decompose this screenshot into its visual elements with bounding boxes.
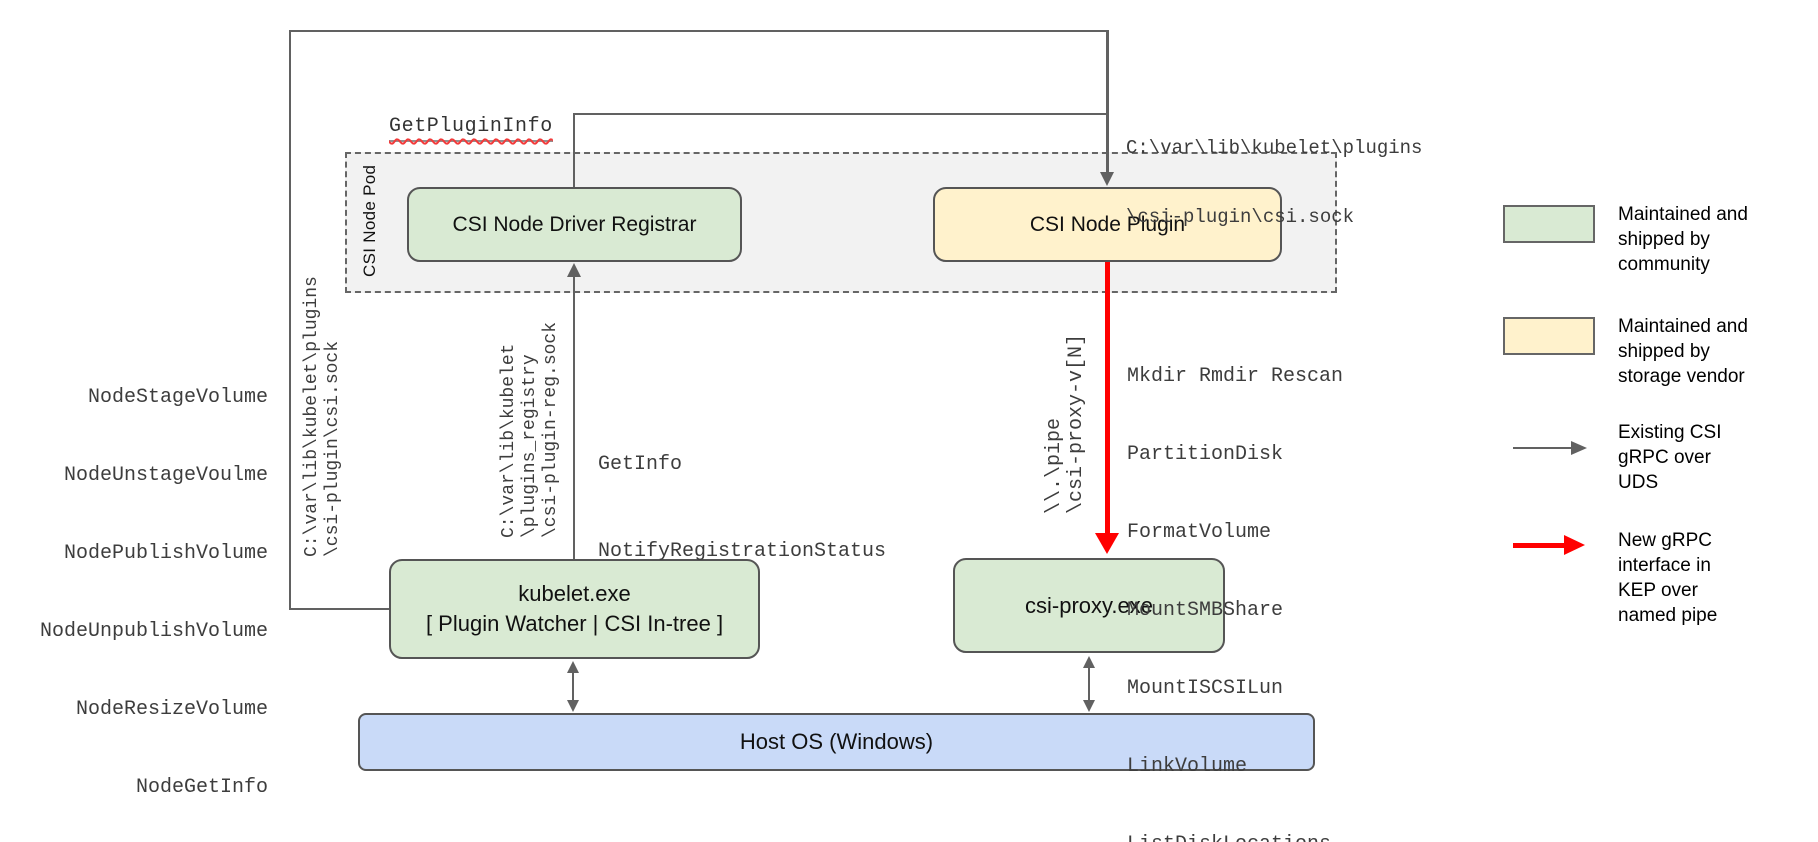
arrowhead-up-into-registrar-icon (567, 263, 581, 277)
getplugininfo-vline (573, 113, 575, 187)
csi-node-driver-registrar-box: CSI Node Driver Registrar (407, 187, 742, 262)
named-pipe-red-line (1105, 262, 1110, 535)
kubelet-host-arrow-line (572, 668, 574, 706)
csi-sock-path-left-rotated: C:\var\lib\kubelet\plugins \csi-plugin\c… (302, 276, 343, 557)
kubelet-box: kubelet.exe [ Plugin Watcher | CSI In-tr… (389, 559, 760, 659)
kubelet-node-calls-list: NodeStageVolume NodeUnstageVoulme NodePu… (39, 386, 268, 799)
kubelet-host-arrowhead-down-icon (567, 700, 579, 712)
csi-node-driver-registrar-label: CSI Node Driver Registrar (452, 212, 697, 236)
proxy-host-arrowhead-down-icon (1083, 700, 1095, 712)
kubelet-host-arrowhead-up-icon (567, 661, 579, 673)
csi-node-plugin-label: CSI Node Plugin (1029, 212, 1186, 236)
uds-path-top-line (289, 30, 1109, 32)
csi-node-pod-label: CSI Node Pod (360, 164, 379, 277)
legend-gray-arrowhead-icon (1571, 441, 1587, 455)
legend-vendor-text: Maintained and shipped by storage vendor (1618, 316, 1748, 387)
red-arrowhead-into-csi-proxy-icon (1095, 533, 1119, 554)
csi-proxy-calls-list: Mkdir Rmdir Rescan PartitionDisk FormatV… (1127, 365, 1344, 842)
proxy-host-arrowhead-up-icon (1083, 656, 1095, 668)
legend-pipe-text: New gRPC interface in KEP over named pip… (1618, 530, 1718, 626)
legend-community-swatch (1503, 205, 1595, 243)
host-os-label: Host OS (Windows) (739, 729, 934, 754)
kubelet-label-line2: [ Plugin Watcher | CSI In-tree ] (425, 611, 724, 636)
legend-uds-text: Existing CSI gRPC over UDS (1618, 422, 1722, 493)
registration-calls-list: GetInfo NotifyRegistrationStatus (598, 453, 887, 563)
csi-sock-path-top-right: C:\var\lib\kubelet\plugins \csi-plugin\c… (1126, 137, 1423, 228)
legend-vendor-swatch (1503, 317, 1595, 355)
registration-arrow-line (573, 275, 575, 559)
named-pipe-path-rotated: \\.\pipe \csi-proxy-v[N] (1043, 333, 1088, 514)
host-os-box: Host OS (Windows) (358, 713, 1315, 771)
uds-path-right-line (1106, 30, 1109, 173)
csi-node-plugin-box: CSI Node Plugin (933, 187, 1282, 262)
registry-sock-path-rotated: C:\var\lib\kubelet \plugins_registry \cs… (499, 321, 561, 538)
legend-red-arrow-line-icon (1513, 543, 1566, 548)
legend-red-arrowhead-icon (1564, 535, 1585, 555)
uds-path-left-line (289, 30, 291, 610)
getplugininfo-label: GetPluginInfo (389, 115, 553, 142)
getplugininfo-hline (573, 113, 1108, 115)
legend-community-text: Maintained and shipped by community (1618, 204, 1748, 275)
proxy-host-arrow-line (1088, 663, 1090, 705)
arrowhead-down-into-plugin-icon (1100, 172, 1114, 186)
kubelet-label-line1: kubelet.exe (518, 581, 631, 606)
uds-path-kubelet-line (289, 608, 389, 610)
csi-proxy-box: csi-proxy.exe (953, 558, 1225, 653)
csi-proxy-label: csi-proxy.exe (1025, 592, 1153, 618)
legend-gray-arrow-line-icon (1513, 447, 1573, 449)
